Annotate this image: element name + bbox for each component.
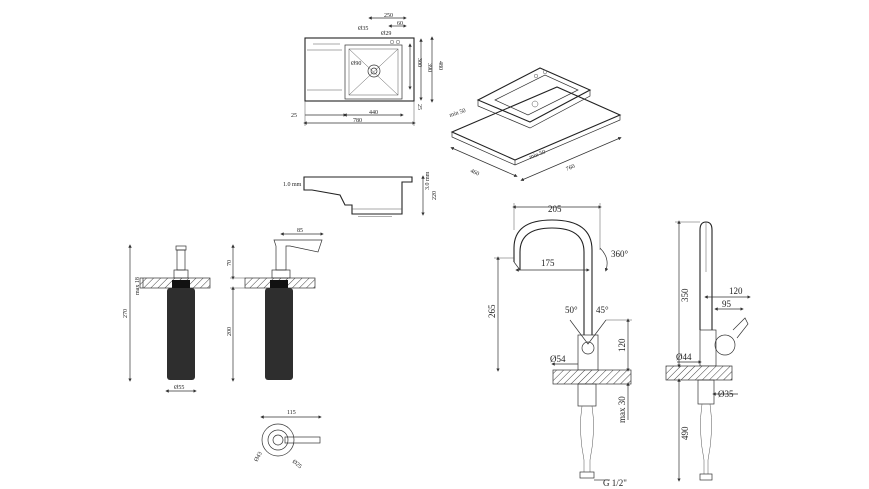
- sink-isometric-view: min 50 min 50 460 760: [449, 67, 622, 181]
- dim-45deg: 45°: [596, 305, 609, 315]
- dim-d55: Ø55: [174, 385, 184, 391]
- faucet-body: [577, 334, 599, 371]
- faucet-side-view: 350 120 95 Ø44 Ø35 490: [665, 220, 751, 482]
- sink-outline: [304, 37, 415, 102]
- soap-dispenser-side: 85 70 200: [227, 228, 324, 382]
- svg-text:-----------------: -----------------: [358, 214, 392, 220]
- dim-70: 70: [227, 260, 233, 266]
- dim-max18: max 18: [135, 277, 141, 295]
- dim-120-front: 120: [617, 338, 627, 352]
- dispenser-spout-icon: [284, 436, 321, 444]
- dim-205: 205: [548, 204, 562, 214]
- dim-d29: Ø29: [381, 31, 391, 37]
- dim-480: 480: [437, 61, 443, 70]
- dim-115: 115: [287, 410, 296, 416]
- soap-dispenser-top-view: 115 Ø43 Ø25: [254, 410, 322, 470]
- dim-780: 780: [353, 118, 362, 124]
- faucet-handle: [714, 334, 736, 356]
- dim-3mm: 3.0 mm: [425, 171, 431, 190]
- dim-min50-a: min 50: [449, 108, 467, 119]
- sink-bowl: [344, 44, 403, 100]
- dim-min50-b: min 50: [529, 149, 547, 160]
- dim-265: 265: [487, 304, 497, 318]
- dim-d25: Ø25: [291, 459, 303, 470]
- dim-25-left: 25: [291, 113, 297, 119]
- faucet-front-view: 205 360° 175 265 50° 45° 120 Ø54 max 30 …: [487, 203, 632, 488]
- dim-350: 350: [680, 288, 690, 302]
- dim-175: 175: [541, 258, 555, 268]
- dim-g12: G 1/2": [603, 478, 627, 488]
- dim-460: 460: [469, 168, 480, 177]
- sink-section: [303, 176, 413, 215]
- pump-nozzle: [273, 239, 323, 271]
- dim-250: 250: [384, 13, 393, 19]
- dim-d90: Ø90: [351, 61, 361, 67]
- faucet-spout: [513, 219, 593, 335]
- dim-440: 440: [369, 110, 378, 116]
- dim-95: 95: [722, 299, 732, 309]
- dim-50deg: 50°: [565, 305, 578, 315]
- sink-top-view: 250 60 Ø35 Ø29 Ø90 300 390 480 25 25 440…: [291, 13, 443, 126]
- dim-200: 200: [227, 327, 233, 336]
- dim-490: 490: [680, 426, 690, 440]
- dim-60: 60: [397, 21, 403, 27]
- dim-1mm: 1.0 mm: [283, 182, 302, 188]
- countertop-section: [552, 369, 632, 385]
- dim-270: 270: [123, 309, 129, 318]
- dim-390: 390: [426, 63, 432, 72]
- dim-d43: Ø43: [254, 451, 264, 463]
- dim-d35: Ø35: [358, 26, 368, 32]
- sink-section-view: 1.0 mm 3.0 mm 220 -----------------: [283, 171, 438, 220]
- dim-760: 760: [565, 164, 576, 173]
- soap-dispenser-front: 270 max 18 Ø55: [123, 244, 211, 393]
- dim-max30: max 30: [617, 396, 627, 423]
- dim-360: 360°: [611, 249, 629, 259]
- dim-220: 220: [432, 191, 438, 200]
- dim-120-side: 120: [729, 286, 743, 296]
- dim-300: 300: [416, 58, 422, 67]
- bottle-icon: [167, 288, 195, 380]
- dim-d44: Ø44: [676, 352, 692, 362]
- dim-85: 85: [297, 228, 303, 234]
- dim-25-right: 25: [416, 104, 422, 110]
- drain-icon: [367, 64, 381, 78]
- dim-d35-side: Ø35: [718, 389, 734, 399]
- dim-d54: Ø54: [550, 354, 566, 364]
